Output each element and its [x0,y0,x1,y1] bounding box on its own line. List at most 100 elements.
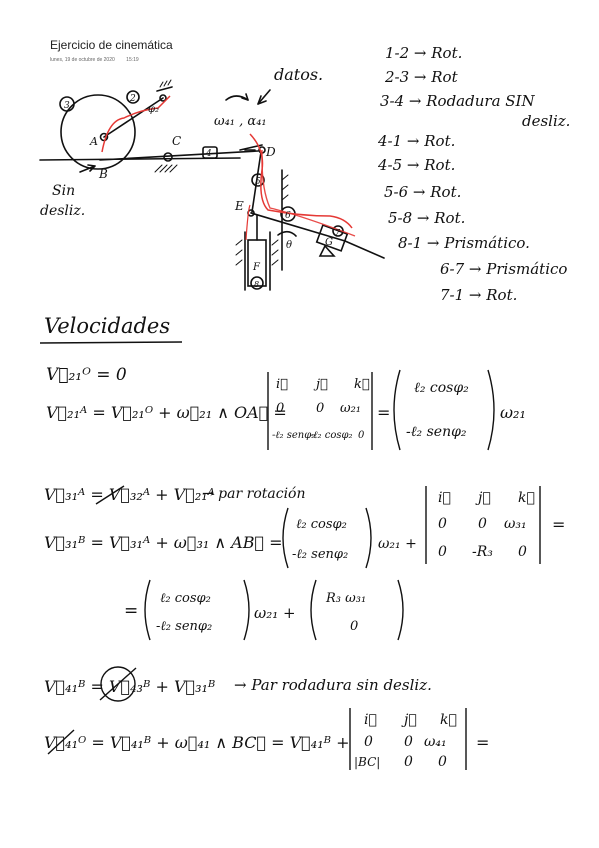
eq6-strike [99,667,137,701]
joint-2-3: 2-3 → Rot [384,68,459,86]
svg-text:ω₂₁: ω₂₁ [340,401,361,416]
det4: i⃗ j⃗ k⃗ 0 0 ω₃₁ 0 -R₃ 0 [425,486,541,564]
vec5b: R₃ ω₃₁ 0 [310,579,404,641]
vec5a-suffix: ω₂₁ + [254,604,296,622]
svg-text:0: 0 [518,544,527,560]
eq5-eq: = [124,601,138,621]
theta-arc [277,230,297,237]
vec2-suffix: ω₂₁ [500,403,526,422]
joint-4-1: 4-1 → Rot. [377,132,455,150]
svg-text:k⃗: k⃗ [354,377,370,392]
label-n4: 4 [205,149,212,159]
bar-4 [99,150,259,161]
link-5 [251,151,262,213]
label-circle-3 [59,96,75,112]
eq2-eq: = [377,403,390,422]
joint-3-4-cont: desliz. [522,112,570,130]
svg-text:ω₄₁: ω₄₁ [424,734,447,750]
diagram-labels: datos. ω₄₁ , α₄₁ Sin desliz. A B C D E F… [40,65,341,289]
eq2-lhs: V⃗₂₁ᴬ = V⃗₂₁ᴼ + ω⃗₂₁ ∧ OA⃗ = [46,403,287,422]
svg-text:0: 0 [404,754,413,770]
crank-2 [103,97,164,138]
eq6-note: → Par rodadura sin desliz. [234,676,432,694]
arrow-B [79,164,96,173]
det7: i⃗ j⃗ k⃗ 0 0 ω₄₁ |BC| 0 0 [349,708,467,770]
svg-text:0: 0 [276,401,284,416]
svg-text:-ℓ₂ senφ₂: -ℓ₂ senφ₂ [292,547,348,562]
svg-text:0: 0 [316,401,324,416]
joint-list: 1-2 → Rot. 2-3 → Rot 3-4 → Rodadura SIN … [377,44,570,304]
eq7-strike [47,729,75,755]
svg-text:-ℓ₂ senφ₂: -ℓ₂ senφ₂ [272,430,315,441]
link-6 [250,212,346,242]
label-n7: 7 [335,228,341,237]
label-box-4 [202,146,218,159]
svg-text:k⃗: k⃗ [440,712,457,728]
page-time: 15:19 [126,57,139,63]
joint-6-7: 6-7 → Prismático [440,260,567,278]
svg-text:-R₃: -R₃ [472,544,493,560]
svg-text:i⃗: i⃗ [438,490,451,506]
joint-O [159,94,167,102]
svg-text:i⃗: i⃗ [276,377,288,392]
joint-5-8: 5-8 → Rot. [388,209,465,227]
label-D: D [265,145,276,159]
label-desliz: desliz. [40,203,85,219]
disk-3 [60,94,136,170]
svg-text:ℓ₂ cosφ₂: ℓ₂ cosφ₂ [296,517,347,532]
svg-text:0: 0 [438,544,447,560]
page-title: Ejercicio de cinemática [50,38,173,52]
red-trajectory-2 [261,150,356,237]
svg-text:j⃗: j⃗ [313,377,328,392]
svg-text:ℓ₂ cosφ₂: ℓ₂ cosφ₂ [414,380,469,396]
det2: i⃗ j⃗ k⃗ 0 0 ω₂₁ -ℓ₂ senφ₂ -ℓ₂ cosφ₂ 0 [267,372,373,450]
label-E: E [234,199,244,213]
svg-text:0: 0 [358,430,365,441]
label-circle-5 [251,173,265,187]
vec2: ℓ₂ cosφ₂ -ℓ₂ senφ₂ [393,369,495,451]
svg-text:-ℓ₂ senφ₂: -ℓ₂ senφ₂ [156,619,212,634]
eq6: V⃗₄₁ᴮ = V⃗₄₃ᴮ + V⃗₃₁ᴮ [44,677,215,696]
arrow-datos [257,89,271,105]
label-F: F [252,262,261,273]
label-A: A [89,135,98,148]
svg-text:0: 0 [350,619,358,634]
joint-8-1: 8-1 → Prismático. [398,234,530,252]
svg-text:-ℓ₂ cosφ₂: -ℓ₂ cosφ₂ [310,430,353,441]
label-datos: datos. [274,65,323,84]
eq6-circle [100,666,136,702]
eq1: V⃗₂₁ᴼ = 0 [46,365,127,385]
red-trajectory-3 [245,204,251,241]
svg-text:|BC|: |BC| [354,755,380,769]
velocidades-section: Velocidades V⃗₂₁ᴼ = 0 V⃗₂₁ᴬ = V⃗₂₁ᴼ + ω⃗… [39,314,565,770]
slider-7 [315,224,349,252]
eq7-end: = [476,733,489,752]
vec5a: ℓ₂ cosφ₂ -ℓ₂ senφ₂ [144,579,250,641]
ground-O [156,86,173,92]
ground-hatch [154,164,178,173]
eq4-lhs: V⃗₃₁ᴮ = V⃗₃₁ᴬ + ω⃗₃₁ ∧ AB⃗ = [44,533,283,552]
svg-text:0: 0 [478,516,487,532]
label-n2: 2 [129,94,136,104]
vec4: ℓ₂ cosφ₂ -ℓ₂ senφ₂ [282,507,372,569]
svg-text:-ℓ₂ senφ₂: -ℓ₂ senφ₂ [406,424,467,440]
eq7-lhs: V⃗₄₁ᴼ = V⃗₄₁ᴮ + ω⃗₄₁ ∧ BC⃗ = V⃗₄₁ᴮ + [44,733,350,752]
label-omega-alpha: ω₄₁ , α₄₁ [214,114,267,129]
label-n3: 3 [64,101,70,111]
svg-text:R₃ ω₃₁: R₃ ω₃₁ [325,591,366,606]
eq3: V⃗₃₁ᴬ = V⃗₃₂ᴬ + V⃗₂₁ᴬ [44,485,215,504]
joint-3-4: 3-4 → Rodadura SIN [380,92,535,110]
svg-text:0: 0 [438,516,447,532]
svg-text:0: 0 [438,754,447,770]
svg-text:j⃗: j⃗ [401,712,417,728]
label-phi2: φ₂ [148,104,159,115]
ground-G [318,244,336,257]
eq3-strike [95,485,125,505]
svg-text:ω₃₁: ω₃₁ [504,516,527,532]
heading-velocidades: Velocidades [44,314,170,338]
eq4-end: = [552,515,565,534]
label-C: C [172,134,181,148]
label-theta: θ [286,240,292,251]
